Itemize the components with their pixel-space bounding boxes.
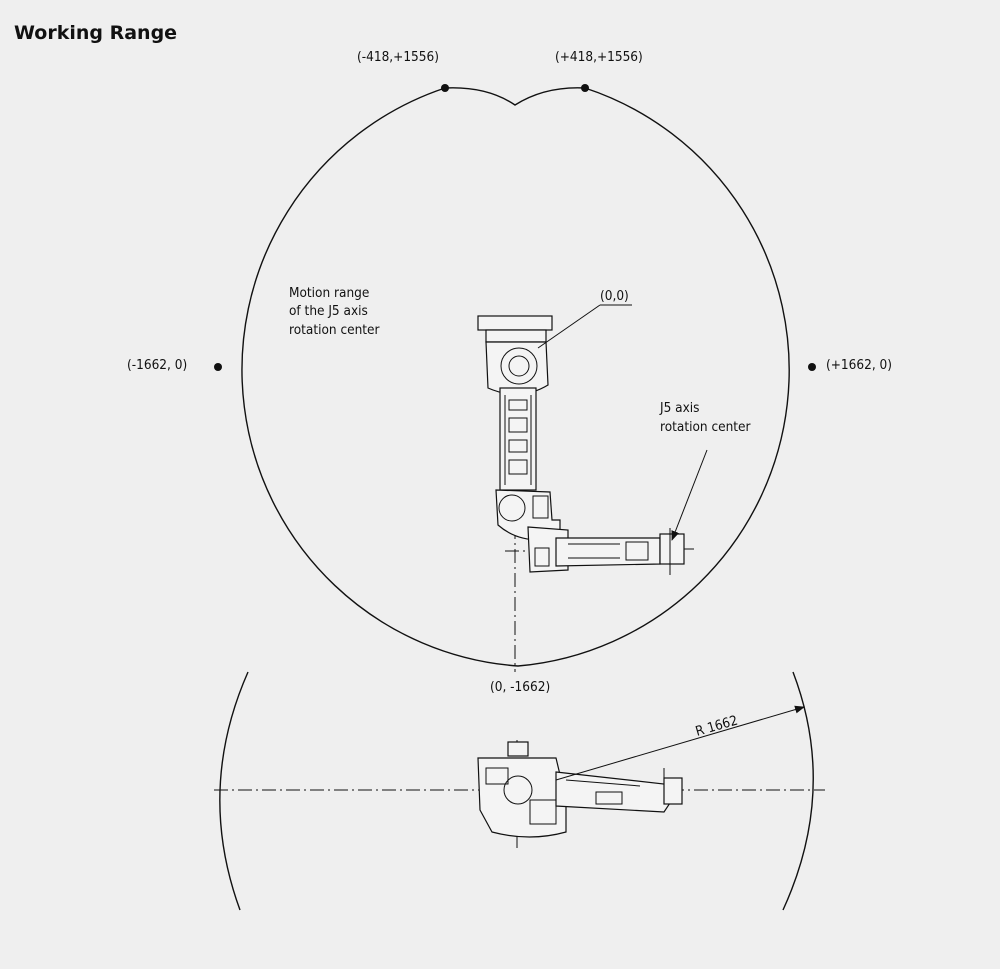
top-view: R 1662 bbox=[214, 671, 825, 911]
point-top-right bbox=[581, 84, 589, 92]
top-arc-right bbox=[782, 671, 814, 911]
label-motion-range-1: Motion range bbox=[289, 285, 369, 301]
label-right: (+1662, 0) bbox=[826, 357, 892, 373]
label-j5-1: J5 axis bbox=[659, 400, 700, 416]
label-bottom: (0, -1662) bbox=[490, 679, 550, 695]
point-left bbox=[214, 363, 222, 371]
point-right bbox=[808, 363, 816, 371]
origin-leader bbox=[537, 304, 601, 349]
robot-arm-side bbox=[477, 315, 694, 575]
page-title: Working Range bbox=[14, 22, 178, 44]
label-motion-range-2: of the J5 axis bbox=[289, 303, 368, 319]
label-motion-range-3: rotation center bbox=[289, 322, 380, 338]
label-origin: (0,0) bbox=[600, 288, 629, 304]
label-j5-2: rotation center bbox=[660, 419, 751, 435]
top-arc-left bbox=[219, 671, 249, 911]
robot-arm-top bbox=[477, 741, 683, 838]
motion-envelope bbox=[241, 87, 790, 667]
j5-leader bbox=[671, 449, 708, 541]
label-top-right: (+418,+1556) bbox=[555, 49, 643, 65]
label-radius: R 1662 bbox=[694, 713, 740, 740]
side-view: (-418,+1556) (+418,+1556) (-1662, 0) (+1… bbox=[127, 49, 892, 695]
radius-arrow bbox=[555, 705, 805, 781]
label-left: (-1662, 0) bbox=[127, 357, 187, 373]
point-top-left bbox=[441, 84, 449, 92]
label-top-left: (-418,+1556) bbox=[357, 49, 439, 65]
